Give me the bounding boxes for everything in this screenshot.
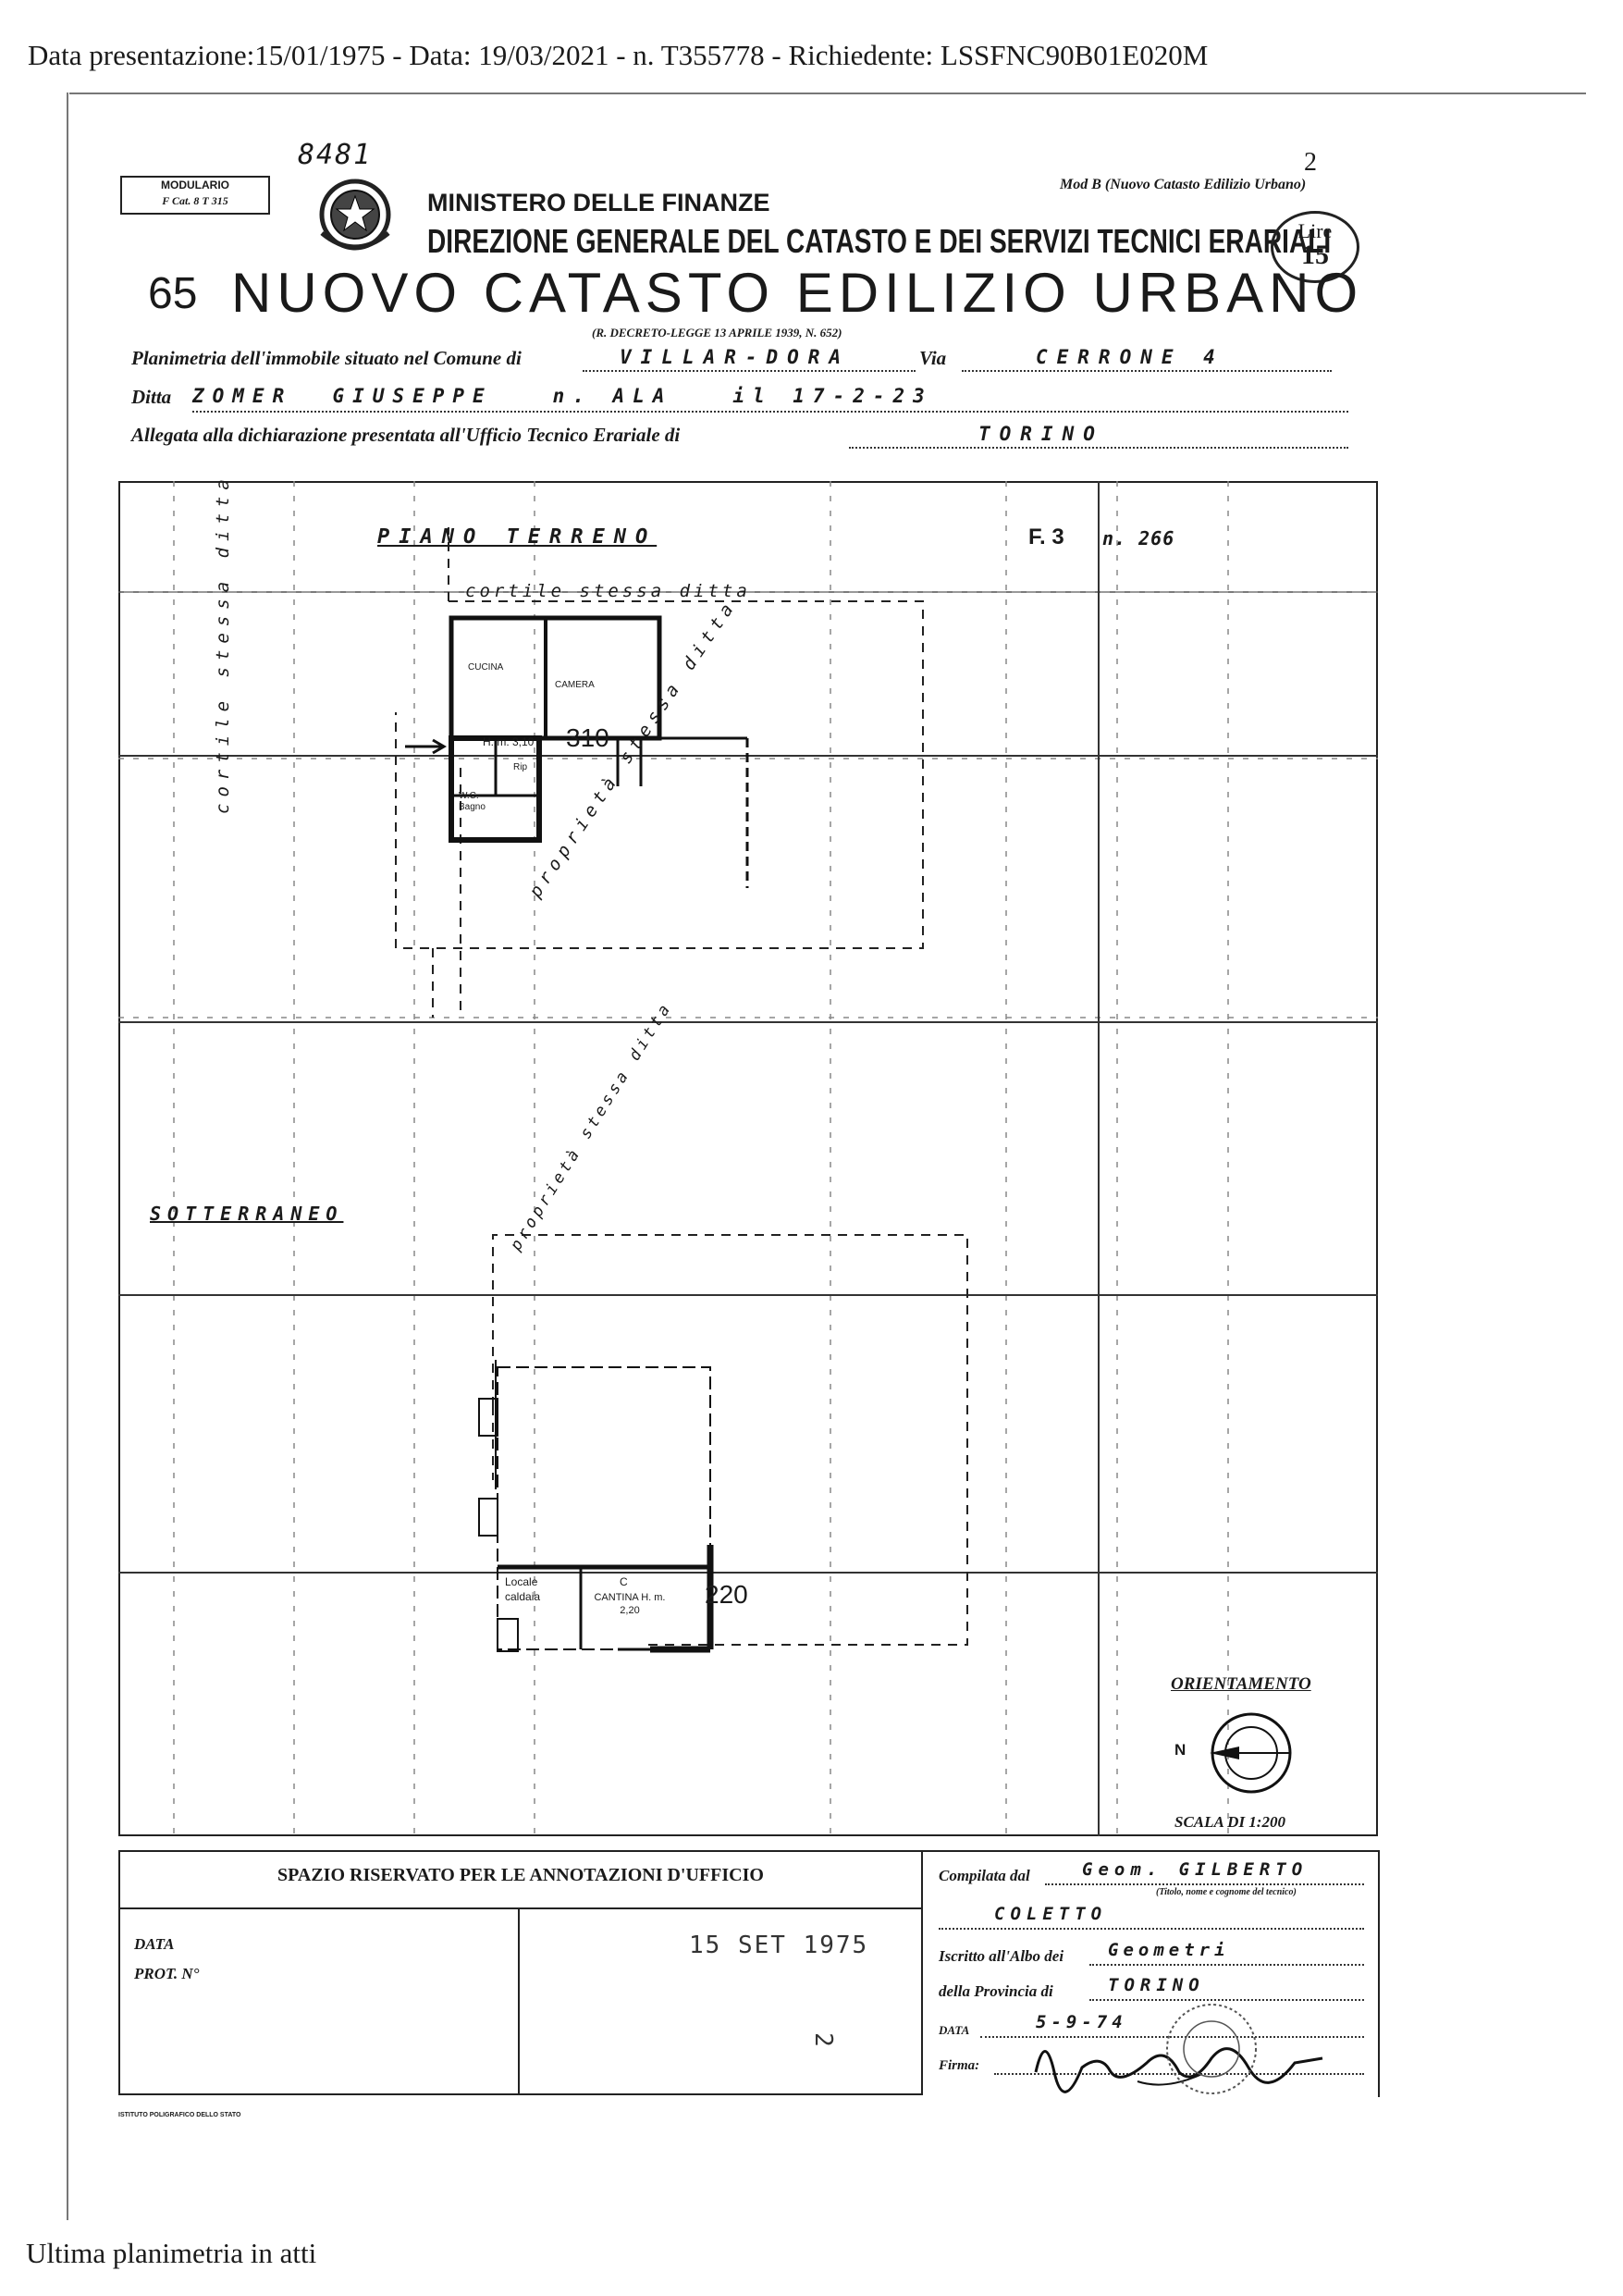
mod-reference: Mod B (Nuovo Catasto Edilizio Urbano) (1060, 177, 1307, 192)
plan-frame (118, 481, 1378, 1836)
footer-note: Ultima planimetria in atti (26, 2237, 317, 2269)
technician-surname: COLETTO (939, 1904, 1364, 1930)
courtyard-left-label: cortile stessa ditta (213, 473, 233, 814)
direction-title: DIREZIONE GENERALE DEL CATASTO E DEI SER… (427, 222, 1332, 260)
kitchen-label: CUCINA (468, 662, 504, 673)
state-emblem-icon (319, 179, 391, 251)
modulario-code: F Cat. 8 T 315 (162, 194, 228, 207)
cellar-c-label: C (620, 1575, 628, 1588)
floor-plan-drawing (118, 481, 1378, 1836)
albo-field: Geometri (1089, 1940, 1364, 1966)
albo-label: Iscritto all'Albo dei (939, 1947, 1064, 1965)
compilata-label: Compilata dal (939, 1867, 1030, 1884)
entrance-arrow-icon (405, 738, 447, 755)
basement-walls (478, 1360, 714, 1653)
sheet-reference: F. 3 (1028, 525, 1064, 549)
courtyard-outline (395, 527, 924, 1018)
bedroom-label: CAMERA (555, 680, 595, 690)
basement-outline (492, 1234, 968, 1646)
basement-label: SOTTERRANEO (150, 1203, 344, 1225)
ministry-title: MINISTERO DELLE FINANZE (427, 189, 770, 216)
compilata-date-label: DATA (939, 2023, 970, 2037)
signature-label: Firma: (939, 2058, 980, 2073)
form-title: NUOVO CATASTO EDILIZIO URBANO (231, 262, 1364, 324)
ditta-label: Ditta (131, 386, 172, 408)
basement-height-value: 220 (705, 1580, 748, 1609)
via-field: CERRONE 4 (962, 346, 1332, 372)
professional-seal-icon (1166, 2004, 1257, 2094)
provincia-field: TORINO (1089, 1975, 1364, 2001)
allegata-label: Allegata alla dichiarazione presentata a… (131, 424, 681, 446)
stamp-value: 15 (1301, 240, 1329, 270)
grid-lines (118, 481, 1378, 1836)
office-box-divider (118, 1907, 923, 1909)
ufficio-field: TORINO (849, 423, 1348, 449)
modulario-title: MODULARIO (161, 179, 229, 191)
provincia-label: della Provincia di (939, 1982, 1053, 2000)
compilata-date-field: 5-9-74 (980, 2012, 1364, 2038)
handwritten-code: 8481 (298, 139, 373, 171)
office-stamp-number: 2 (808, 2032, 837, 2047)
office-date-stamp: 15 SET 1975 (689, 1932, 869, 1959)
office-box-column-divider (518, 1907, 520, 2095)
technician-caption: (Titolo, nome e cognome del tecnico) (1156, 1887, 1297, 1897)
office-box (118, 1850, 923, 2095)
office-protocol-label: PROT. N° (134, 1965, 200, 1982)
bathroom-label: W.C. Bagno (459, 791, 486, 812)
particle-reference: n. 266 (1102, 527, 1175, 549)
modulario-box: MODULARIO F Cat. 8 T 315 (120, 176, 270, 215)
page-number: 2 (1304, 148, 1317, 177)
plan-label: Planimetria dell'immobile situato nel Co… (131, 347, 522, 369)
printer-credit: ISTITUTO POLIGRAFICO DELLO STATO (118, 2112, 241, 2118)
form-number: 65 (148, 269, 198, 318)
decree-reference: (R. DECRETO-LEGGE 13 APRILE 1939, N. 652… (592, 326, 842, 339)
office-date-label: DATA (134, 1935, 175, 1953)
ditta-field: ZOMER GIUSEPPE n. ALA il 17-2-23 (192, 385, 1348, 413)
orientation-label: ORIENTAMENTO (1171, 1674, 1311, 1694)
north-label: N (1174, 1741, 1187, 1759)
height-value: 310 (566, 723, 609, 752)
main-grid (118, 481, 1378, 1836)
cellar-label: CANTINA H. m. 2,20 (594, 1592, 666, 1616)
left-edge-line (67, 93, 68, 2220)
technician-name: Geom. GILBERTO (1045, 1859, 1364, 1885)
revenue-stamp: Lire 15 (1271, 211, 1359, 283)
office-header: SPAZIO RISERVATO PER LE ANNOTAZIONI D'UF… (277, 1865, 764, 1885)
via-label: Via (919, 347, 947, 369)
presentation-header: Data presentazione:15/01/1975 - Data: 19… (28, 39, 1209, 71)
boiler-room-label: Locale caldaia (505, 1575, 541, 1603)
top-edge-line (69, 93, 1586, 94)
floor-label: PIANO TERRENO (377, 525, 658, 549)
comune-field: VILLAR-DORA (583, 346, 916, 372)
north-compass-icon (1210, 1712, 1292, 1794)
closet-label: Rip (513, 762, 528, 772)
courtyard-top-label: cortile stessa ditta (465, 581, 751, 601)
ground-floor-walls (449, 615, 749, 888)
scale-label: SCALA DI 1:200 (1174, 1813, 1285, 1831)
handwritten-signature (1034, 2047, 1323, 2093)
stamp-label: Lire (1297, 219, 1333, 242)
height-label: H. m. 3,10 (483, 735, 535, 748)
compilata-box (923, 1850, 1380, 2097)
